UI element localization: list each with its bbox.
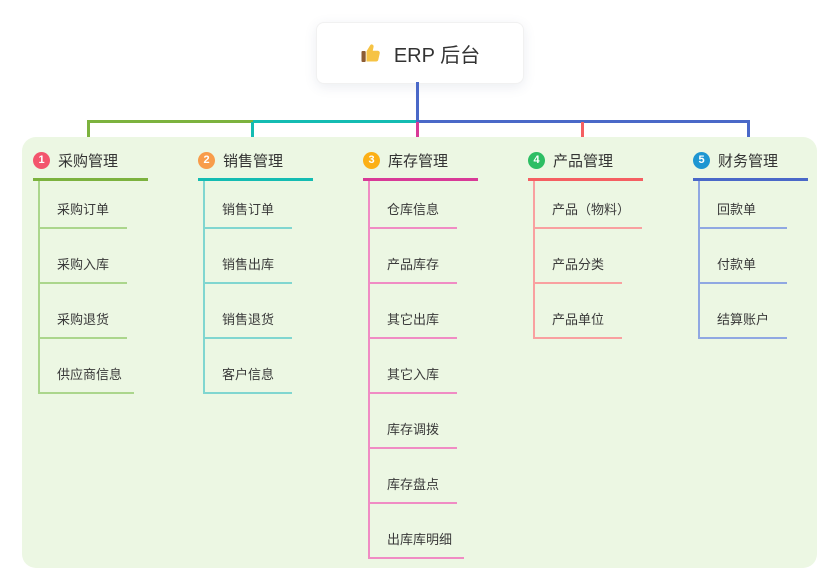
branch-children: 仓库信息 产品库存 其它出库 其它入库 库存调拨 库存盘点 出库库明细	[368, 181, 478, 559]
child-node-row: 其它入库	[370, 339, 478, 394]
child-node-row: 销售订单	[205, 181, 313, 229]
branch-title: 财务管理	[718, 152, 779, 170]
branch-children: 回款单 付款单 结算账户	[698, 181, 808, 339]
h-connector-segment	[87, 120, 254, 123]
child-node-row: 库存调拨	[370, 394, 478, 449]
branch-column: 3 库存管理 仓库信息 产品库存 其它出库 其它入库 库存调拨 库存盘点 出库库…	[363, 146, 478, 559]
branch-node[interactable]: 3 库存管理	[363, 146, 478, 181]
branch-drop-line	[581, 122, 584, 146]
branch-drop-line	[251, 122, 254, 146]
child-node-row: 客户信息	[205, 339, 313, 394]
child-node-row: 采购订单	[40, 181, 148, 229]
child-node[interactable]: 采购订单	[40, 199, 127, 229]
branch-drop-line	[87, 122, 90, 146]
child-node[interactable]: 采购入库	[40, 254, 127, 284]
branch-number-badge: 5	[693, 151, 710, 169]
root-node[interactable]: ERP 后台	[316, 22, 524, 84]
child-node[interactable]: 销售退货	[205, 309, 292, 339]
child-node-row: 付款单	[700, 229, 808, 284]
child-node[interactable]: 其它出库	[370, 309, 457, 339]
branch-node[interactable]: 5 财务管理	[693, 146, 808, 181]
child-node-row: 结算账户	[700, 284, 808, 339]
branch-column: 2 销售管理 销售订单 销售出库 销售退货 客户信息	[198, 146, 313, 394]
child-node-row: 采购退货	[40, 284, 148, 339]
child-node[interactable]: 供应商信息	[40, 364, 135, 394]
branch-node[interactable]: 2 销售管理	[198, 146, 313, 181]
branch-children: 销售订单 销售出库 销售退货 客户信息	[203, 181, 313, 394]
child-node-row: 产品（物料）	[535, 181, 643, 229]
child-node-row: 出库库明细	[370, 504, 478, 559]
child-node[interactable]: 回款单	[700, 199, 787, 229]
h-connector-segment	[416, 120, 750, 123]
child-node-row: 供应商信息	[40, 339, 148, 394]
child-node-row: 销售退货	[205, 284, 313, 339]
child-node-row: 仓库信息	[370, 181, 478, 229]
mindmap-panel: 1 采购管理 采购订单 采购入库 采购退货 供应商信息 2 销售管理 销售订单 …	[22, 137, 817, 568]
branch-title: 产品管理	[553, 152, 614, 170]
branch-children: 产品（物料） 产品分类 产品单位	[533, 181, 643, 339]
branch-title: 采购管理	[58, 152, 119, 170]
child-node[interactable]: 采购退货	[40, 309, 127, 339]
child-node[interactable]: 其它入库	[370, 364, 457, 394]
branch-number-badge: 2	[198, 151, 215, 169]
child-node[interactable]: 产品（物料）	[535, 199, 643, 229]
child-node-row: 其它出库	[370, 284, 478, 339]
child-node-row: 产品库存	[370, 229, 478, 284]
branch-title: 销售管理	[223, 152, 284, 170]
child-node-row: 回款单	[700, 181, 808, 229]
child-node[interactable]: 销售出库	[205, 254, 292, 284]
branch-node[interactable]: 1 采购管理	[33, 146, 148, 181]
child-node[interactable]: 销售订单	[205, 199, 292, 229]
branch-column: 5 财务管理 回款单 付款单 结算账户	[693, 146, 808, 339]
branch-drop-line	[416, 122, 419, 146]
branch-children: 采购订单 采购入库 采购退货 供应商信息	[38, 181, 148, 394]
child-node-row: 采购入库	[40, 229, 148, 284]
branch-node[interactable]: 4 产品管理	[528, 146, 643, 181]
child-node[interactable]: 库存调拨	[370, 419, 457, 449]
child-node-row: 库存盘点	[370, 449, 478, 504]
child-node[interactable]: 产品分类	[535, 254, 622, 284]
branch-column: 4 产品管理 产品（物料） 产品分类 产品单位	[528, 146, 643, 339]
child-node[interactable]: 出库库明细	[370, 529, 465, 559]
child-node[interactable]: 库存盘点	[370, 474, 457, 504]
branch-number-badge: 3	[363, 151, 380, 169]
root-stem-line	[416, 82, 419, 122]
child-node[interactable]: 产品单位	[535, 309, 622, 339]
branch-number-badge: 4	[528, 151, 545, 169]
child-node-row: 销售出库	[205, 229, 313, 284]
child-node[interactable]: 付款单	[700, 254, 787, 284]
child-node[interactable]: 客户信息	[205, 364, 292, 394]
branch-column: 1 采购管理 采购订单 采购入库 采购退货 供应商信息	[33, 146, 148, 394]
root-title: ERP 后台	[393, 44, 481, 67]
child-node[interactable]: 结算账户	[700, 309, 787, 339]
child-node-row: 产品单位	[535, 284, 643, 339]
thumbs-up-icon	[360, 41, 384, 65]
child-node[interactable]: 产品库存	[370, 254, 457, 284]
child-node[interactable]: 仓库信息	[370, 199, 457, 229]
h-connector-segment	[253, 120, 417, 123]
child-node-row: 产品分类	[535, 229, 643, 284]
branch-title: 库存管理	[388, 152, 449, 170]
branch-drop-line	[747, 122, 750, 146]
branch-number-badge: 1	[33, 151, 50, 169]
